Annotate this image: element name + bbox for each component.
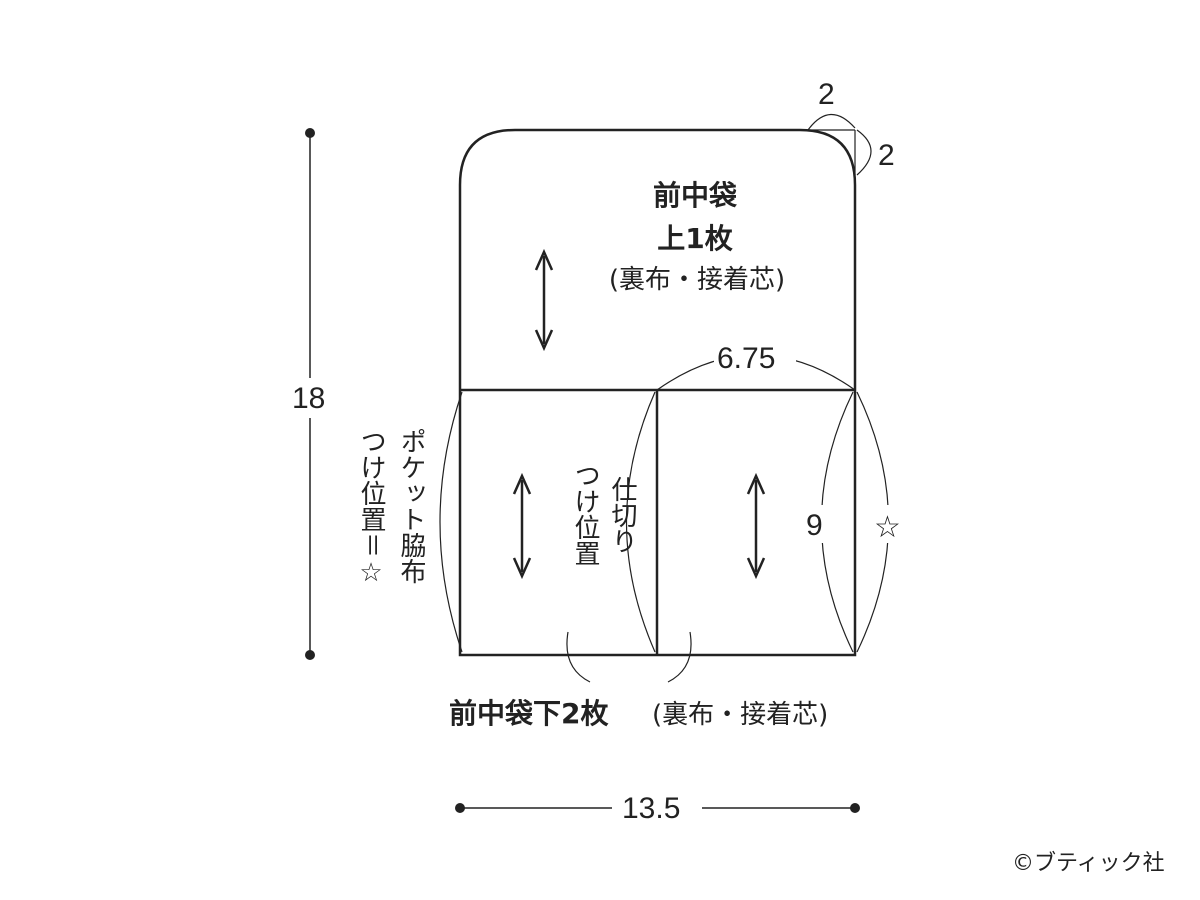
divider-bracket-right	[667, 631, 692, 683]
pocket-attach-col2: つけ位置＝☆	[356, 428, 386, 588]
corner-dim-right: 2	[878, 139, 895, 172]
pocket-side-arc	[439, 391, 463, 653]
pocket-height-label: 9	[806, 509, 823, 542]
grain-arrow-lower-left	[512, 472, 532, 580]
corner-arc-top	[807, 113, 856, 131]
pocket-attach-col1: ポケット脇布	[396, 428, 426, 584]
upper-piece-name-line2: 上1枚	[657, 222, 732, 255]
height-dimension-label: 18	[292, 382, 325, 415]
publisher-credit: ©ブティック社	[1012, 851, 1165, 876]
divider-attach-col1: 仕切り	[607, 476, 637, 554]
pattern-outline	[458, 128, 857, 657]
height-dim-dot-bottom	[305, 650, 315, 660]
divider-arc	[625, 391, 656, 653]
corner-dim-top: 2	[818, 78, 835, 111]
width-dim-dot-left	[455, 803, 465, 813]
width-dim-dot-right	[850, 803, 860, 813]
lower-piece-materials: (裏布・接着芯)	[652, 700, 828, 730]
upper-piece-name-line1: 前中袋	[653, 179, 738, 212]
width-dimension-label: 13.5	[622, 792, 680, 825]
pocket-width-label: 6.75	[717, 342, 775, 375]
grain-arrow-upper	[534, 248, 554, 352]
corner-arc-right	[856, 129, 872, 176]
divider-bracket-left	[566, 631, 591, 683]
upper-piece-materials: (裏布・接着芯)	[609, 265, 785, 295]
height-dim-dot-top	[305, 128, 315, 138]
divider-attach-col2: つけ位置	[570, 462, 600, 566]
grain-arrow-lower-right	[746, 472, 766, 580]
lower-piece-name: 前中袋下2枚	[449, 697, 608, 730]
star-mark-label: ☆	[874, 511, 901, 544]
